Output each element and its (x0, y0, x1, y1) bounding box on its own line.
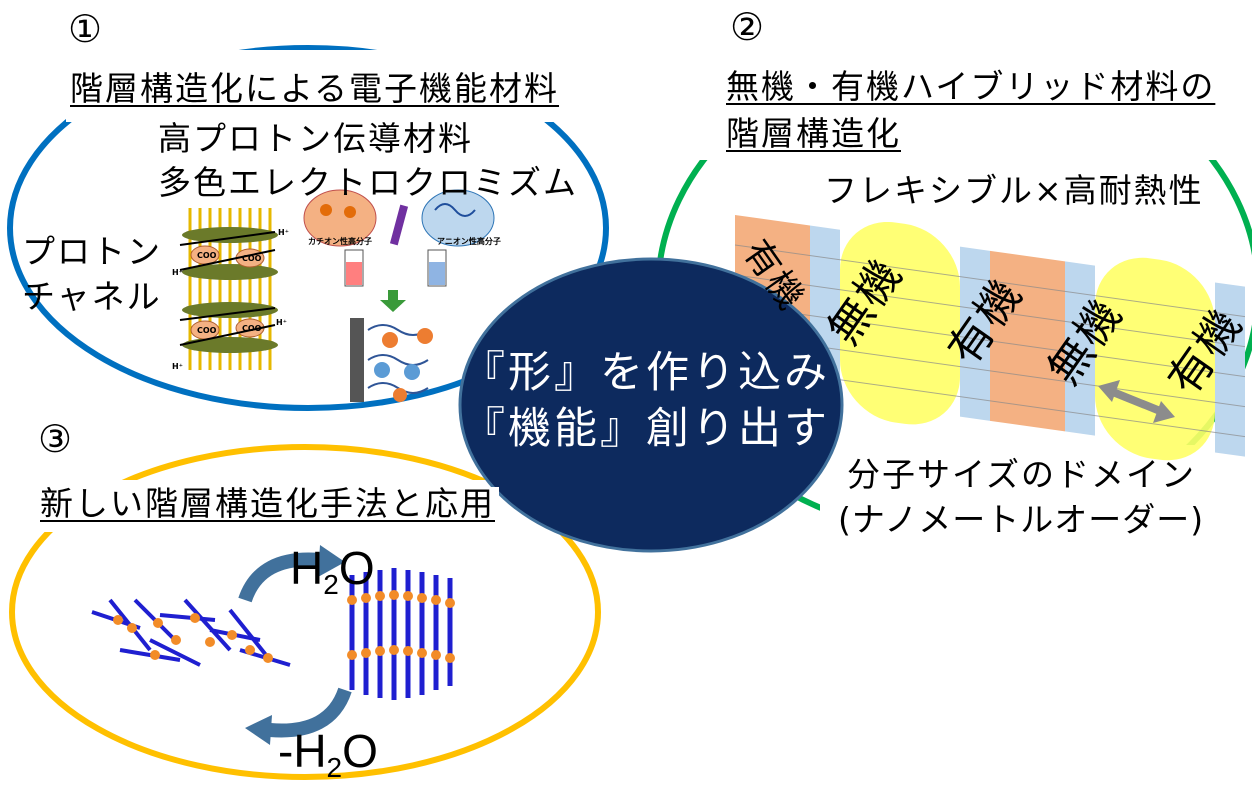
cation-bubble (303, 189, 377, 247)
coo-label: COO (242, 324, 262, 333)
proton-channel-label-line1: プロトン (22, 232, 162, 271)
h2o-label: H2O (290, 542, 375, 601)
domain-size-arrow (1098, 380, 1175, 423)
section3-number: ③ (38, 417, 73, 461)
h-plus-label: H⁺ (172, 268, 183, 277)
domain-label-line2: (ナノメートルオーダー) (838, 500, 1205, 539)
section2-title-line2: 階層構造化 (722, 117, 905, 150)
h-plus-label: H⁺ (172, 362, 183, 371)
section1-number: ① (68, 7, 103, 51)
section1-line1: 高プロトン伝導材料 (158, 119, 473, 158)
section1-ellipse (7, 45, 609, 411)
minus-h2o-label: -H2O (278, 725, 378, 784)
hydration-arrow (238, 552, 321, 603)
section3-ellipse (9, 444, 601, 780)
layered-structure-illustration (91, 598, 291, 667)
coo-label: COO (197, 251, 217, 260)
section2-subtitle: フレキシブル×高耐熱性 (824, 171, 1204, 210)
h-plus-label: H⁺ (276, 318, 287, 327)
film-illustration (367, 324, 433, 402)
section2-number: ② (730, 5, 765, 49)
anion-bubble (421, 189, 495, 247)
center-line2: 『機能』創り出す (462, 404, 830, 454)
domain-label-line1: 分子サイズのドメイン (847, 455, 1197, 494)
proton-channel-illustration (179, 208, 278, 370)
section1-line2: 多色エレクトロクロミズム (158, 163, 578, 202)
proton-channel-label-line2: チャネル (22, 277, 162, 316)
dehydration-arrow (269, 687, 352, 738)
section2-title-line1: 無機・有機ハイブリッド材料の (722, 70, 1220, 103)
pillared-structure-illustration (347, 568, 455, 700)
center-message: 『形』を作り込み 『機能』創り出す (462, 345, 842, 457)
section3-title: 新しい階層構造化手法と応用 (36, 487, 499, 520)
section1-title: 階層構造化による電子機能材料 (66, 72, 564, 105)
anion-polymer-label: アニオン性高分子 (437, 237, 501, 246)
cation-polymer-label: カチオン性高分子 (308, 237, 372, 246)
center-ellipse (458, 257, 844, 553)
h-plus-label: H⁺ (278, 228, 289, 237)
center-line1: 『形』を作り込み (462, 348, 830, 398)
coo-label: COO (242, 254, 262, 263)
coo-label: COO (197, 326, 217, 335)
